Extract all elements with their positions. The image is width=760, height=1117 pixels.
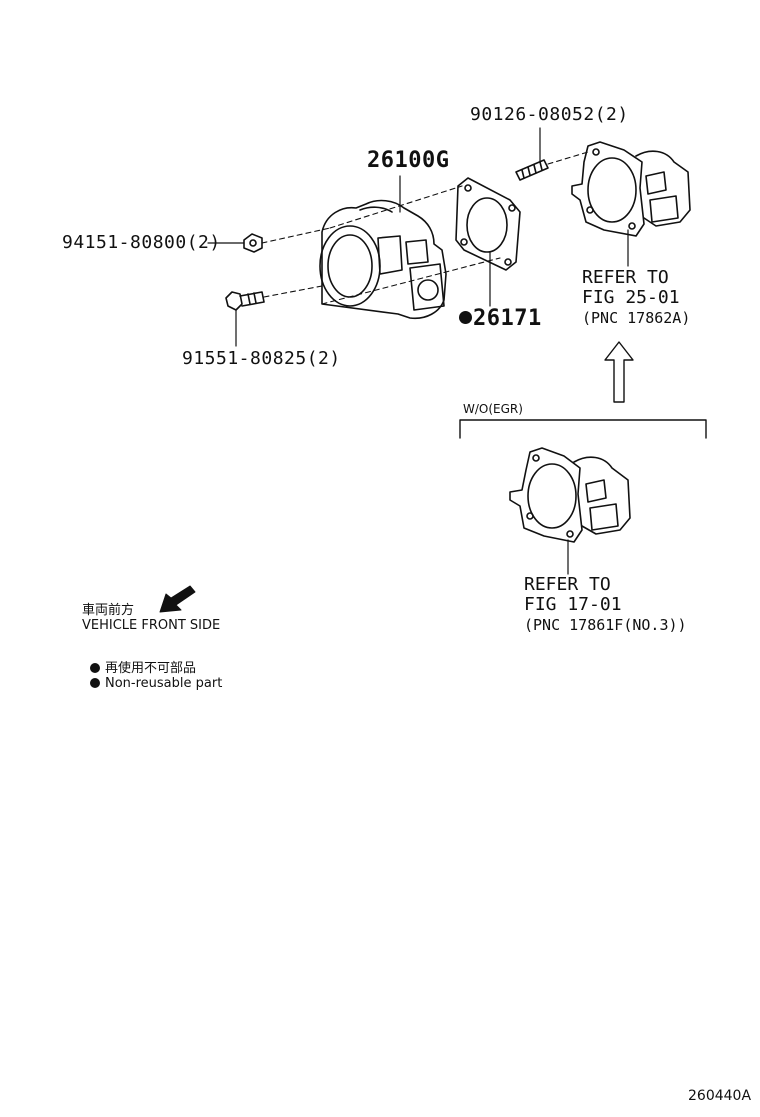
refer-lower: REFER TO FIG 17-01 (PNC 17861F(NO.3))	[524, 574, 687, 635]
stud-drawing	[515, 159, 549, 181]
part-number-bolt: 91551-80825(2)	[182, 348, 341, 369]
front-side-label-jp: 車両前方	[82, 603, 135, 618]
front-side-label-en: VEHICLE FRONT SIDE	[82, 618, 221, 633]
figure-id: 260440A	[688, 1088, 752, 1104]
part-number-throttle-body: 26100G	[367, 148, 450, 173]
part-number-gasket: 26171	[459, 306, 542, 331]
legend-bullet-icon	[90, 678, 100, 688]
non-reusable-marker-icon	[459, 311, 472, 324]
bolt-drawing	[225, 291, 265, 311]
refer-upper: REFER TO FIG 25-01 (PNC 17862A)	[582, 267, 691, 328]
front-direction-arrow-icon	[159, 585, 196, 613]
refer-arrow-icon	[604, 341, 634, 403]
legend-non-reusable-jp: 再使用不可部品	[90, 657, 196, 676]
variant-bracket	[459, 419, 707, 439]
throttle-body-drawing	[319, 199, 447, 320]
variant-label: W/O(EGR)	[463, 402, 523, 416]
lower-ref-part-drawing	[509, 447, 631, 543]
legend-non-reusable-en: Non-reusable part	[90, 676, 222, 691]
nut-drawing	[243, 233, 263, 253]
assembly-dashed-lines	[261, 151, 589, 305]
upper-ref-part-drawing	[571, 141, 691, 237]
part-number-stud: 90126-08052(2)	[470, 104, 629, 125]
part-number-nut: 94151-80800(2)	[62, 232, 221, 253]
legend-bullet-icon	[90, 663, 100, 673]
gasket-drawing	[455, 177, 521, 271]
